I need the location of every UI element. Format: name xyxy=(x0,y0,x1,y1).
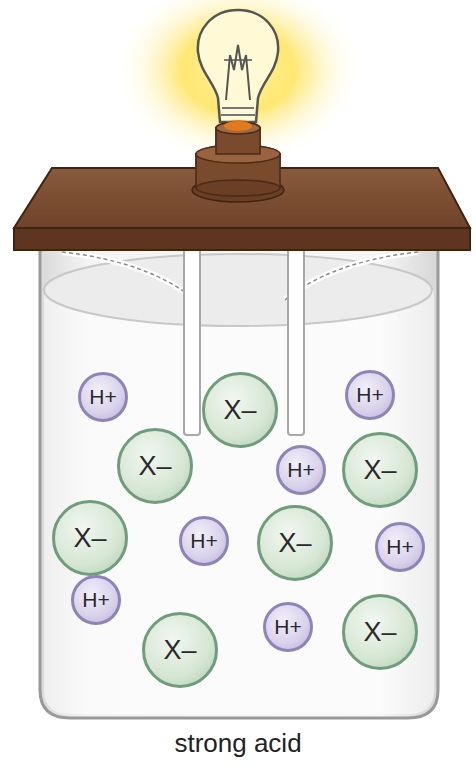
ion-label: X– xyxy=(223,395,256,426)
anion: X– xyxy=(142,612,218,688)
ion-label: H+ xyxy=(274,615,301,639)
ion-label: X– xyxy=(163,635,196,666)
ion-label: X– xyxy=(363,455,396,486)
ion-label: H+ xyxy=(89,385,116,409)
anion: X– xyxy=(257,505,333,581)
ion-label: H+ xyxy=(386,535,413,559)
hydrogen-ion: H+ xyxy=(276,445,326,495)
hydrogen-ion: H+ xyxy=(345,370,395,420)
ion-label: X– xyxy=(73,523,106,554)
ion-label: H+ xyxy=(190,529,217,553)
ion-label: X– xyxy=(138,451,171,482)
ion-label: H+ xyxy=(287,458,314,482)
hydrogen-ion: H+ xyxy=(375,522,425,572)
hydrogen-ion: H+ xyxy=(78,372,128,422)
ion-label: H+ xyxy=(356,383,383,407)
ion-label: X– xyxy=(278,528,311,559)
caption: strong acid xyxy=(0,728,476,759)
anion: X– xyxy=(117,428,193,504)
hydrogen-ion: H+ xyxy=(71,575,121,625)
ion-label: H+ xyxy=(82,588,109,612)
anion: X– xyxy=(202,372,278,448)
ion-label: X– xyxy=(363,617,396,648)
anion: X– xyxy=(342,594,418,670)
hydrogen-ion: H+ xyxy=(179,516,229,566)
anion: X– xyxy=(342,432,418,508)
hydrogen-ion: H+ xyxy=(263,602,313,652)
anion: X– xyxy=(52,500,128,576)
